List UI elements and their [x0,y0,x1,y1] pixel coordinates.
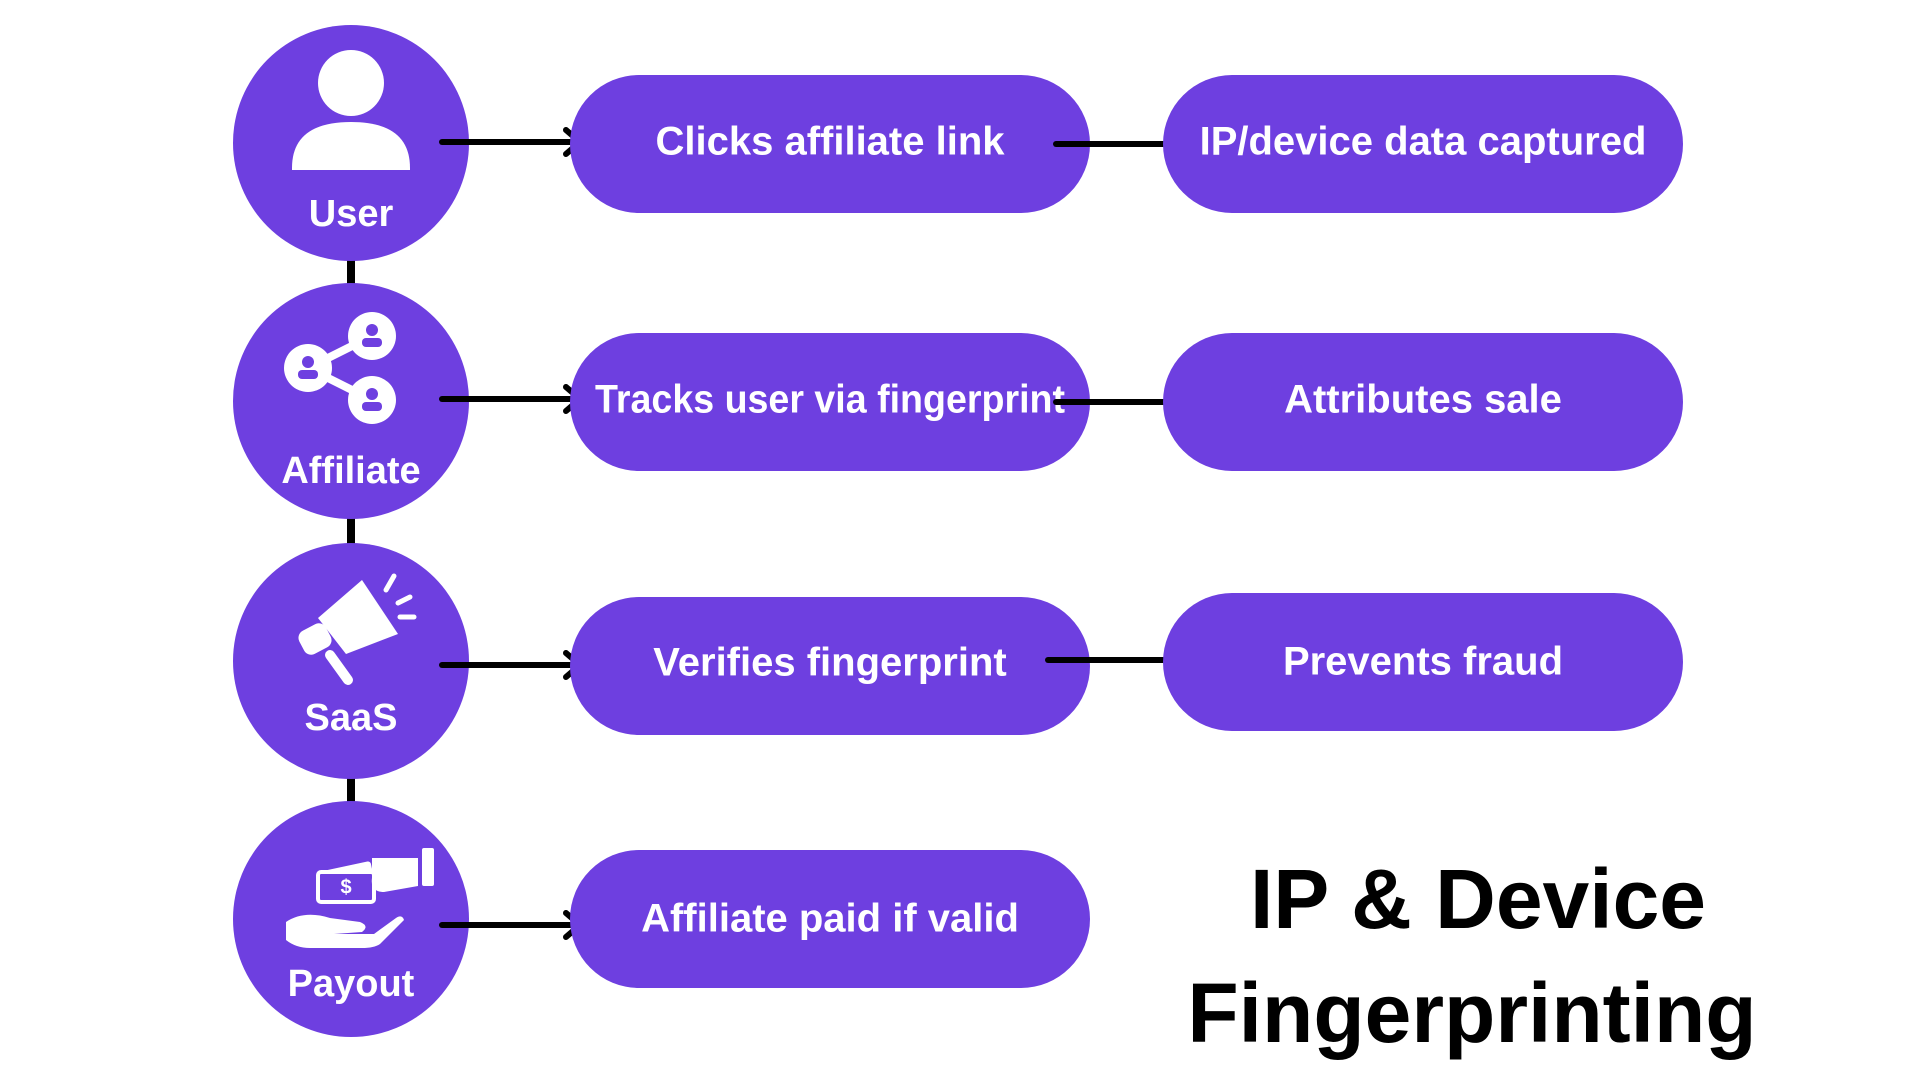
svg-text:Prevents fraud: Prevents fraud [1283,640,1563,684]
svg-text:Affiliate paid if valid: Affiliate paid if valid [641,897,1019,941]
actor-label-saas: SaaS [305,697,398,739]
svg-text:IP/device data captured: IP/device data captured [1200,120,1647,164]
row-affiliate: Affiliate Tracks user via fingerprint At… [233,283,1683,519]
row-saas: SaaS Verifies fingerprint Prevents fraud [233,543,1683,779]
svg-text:Clicks affiliate link: Clicks affiliate link [655,120,1005,164]
step-attributes-sale: Attributes sale [1163,333,1683,471]
title-line-1: IP & Device [1250,852,1706,946]
network-share-icon [284,312,396,424]
svg-text:Tracks user via fingerprint: Tracks user via fingerprint [595,378,1065,422]
step-tracks-user-via-fingerprint: Tracks user via fingerprint [570,333,1090,471]
svg-text:Attributes sale: Attributes sale [1284,378,1562,422]
actor-label-user: User [309,193,394,235]
svg-text:$: $ [340,876,351,898]
step-clicks-affiliate-link: Clicks affiliate link [570,75,1090,213]
row-payout: $ Payout Affiliate paid if valid [233,801,1090,1037]
actor-label-affiliate: Affiliate [281,450,420,492]
step-verifies-fingerprint: Verifies fingerprint [570,597,1090,735]
money-hand-icon: $ [286,848,434,948]
svg-text:Verifies fingerprint: Verifies fingerprint [653,641,1006,685]
step-prevents-fraud: Prevents fraud [1163,593,1683,731]
title-line-2: Fingerprinting [1187,966,1756,1060]
actor-node-saas [233,543,469,779]
step-affiliate-paid-if-valid: Affiliate paid if valid [570,850,1090,988]
diagram-title: IP & Device Fingerprinting [1187,852,1756,1060]
row-user: User Clicks affiliate link IP/device dat… [233,25,1683,261]
user-icon [292,50,410,170]
actor-label-payout: Payout [288,963,415,1005]
step-ip-device-data-captured: IP/device data captured [1163,75,1683,213]
megaphone-icon [298,573,417,685]
